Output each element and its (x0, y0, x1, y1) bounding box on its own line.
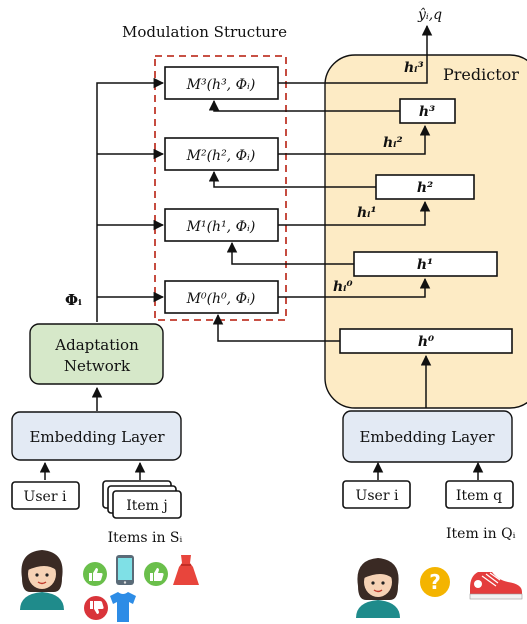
module-m0-label: M⁰(h⁰, Φᵢ) (186, 291, 256, 307)
right-user-input (342, 480, 411, 509)
phi-label: Φᵢ (65, 291, 82, 309)
phone-icon (116, 555, 134, 585)
layer-h3: h³ (399, 98, 456, 124)
right-user-label: User i (356, 488, 399, 504)
items-caption: Items in Sᵢ (108, 530, 183, 546)
arrow-h3-m3 (208, 99, 400, 112)
item-stack (102, 480, 182, 519)
arrow-h2-m2 (208, 170, 376, 188)
modulated-h0: hᵢ⁰ (333, 279, 353, 295)
module-m2-label: M²(h², Φᵢ) (186, 148, 256, 164)
thumbs-down-icon (84, 596, 108, 620)
modulated-h2: hᵢ² (383, 135, 403, 151)
woman-avatar-icon (356, 558, 400, 618)
thumbs-up-icon (144, 562, 168, 586)
left-user-input (11, 481, 80, 510)
right-embedding-label: Embedding Layer (359, 428, 495, 446)
thumbs-up-icon (83, 562, 107, 586)
module-m3-label: M³(h³, Φᵢ) (186, 77, 256, 93)
adaptation-label-2: Network (64, 357, 131, 375)
module-m2: M²(h², Φᵢ) (164, 137, 279, 171)
layer-h2: h² (375, 174, 475, 200)
item-j-label: Item j (126, 498, 168, 514)
arrow-m0-h1 (278, 277, 431, 298)
dress-icon (173, 555, 199, 585)
left-embedding-layer (11, 411, 182, 461)
arrow-m3-output (278, 24, 433, 84)
layer-h1: h¹ (353, 251, 498, 277)
right-embedding-layer (342, 410, 513, 463)
arrow-h1-m1 (226, 241, 354, 265)
modulated-h3: hᵢ³ (404, 60, 424, 76)
phi-bus (96, 77, 165, 322)
layer-h3-label: h³ (419, 104, 435, 120)
arrow-h0-m0 (212, 313, 340, 342)
predictor-panel (324, 54, 527, 409)
layer-h0: h⁰ (339, 328, 513, 354)
item-caption: Item in Qᵢ (446, 526, 516, 542)
left-user-label: User i (24, 489, 67, 505)
question-icon: ? (420, 567, 450, 597)
arrow-m1-h2 (278, 200, 431, 226)
module-m1-label: M¹(h¹, Φᵢ) (186, 219, 256, 235)
module-m3: M³(h³, Φᵢ) (164, 66, 279, 100)
modulation-title: Modulation Structure (122, 23, 287, 41)
woman-avatar-icon (20, 550, 64, 610)
left-embedding-label: Embedding Layer (29, 428, 165, 446)
adaptation-label-1: Adaptation (54, 336, 139, 354)
module-m0: M⁰(h⁰, Φᵢ) (164, 280, 279, 314)
arrow-m2-h3 (278, 124, 431, 155)
sneaker-icon (469, 572, 523, 600)
item-q-input (445, 480, 514, 509)
predictor-title: Predictor (443, 65, 519, 84)
layer-h2-label: h² (417, 180, 433, 196)
output-label: ŷᵢ,q (417, 6, 442, 23)
module-m1: M¹(h¹, Φᵢ) (164, 208, 279, 242)
svg-text:?: ? (429, 570, 441, 594)
shirt-icon (110, 592, 136, 622)
layer-h0-label: h⁰ (418, 334, 434, 350)
modulated-h1: hᵢ¹ (357, 205, 377, 221)
adaptation-network (29, 323, 164, 385)
item-q-label: Item q (456, 488, 502, 504)
layer-h1-label: h¹ (417, 257, 433, 273)
